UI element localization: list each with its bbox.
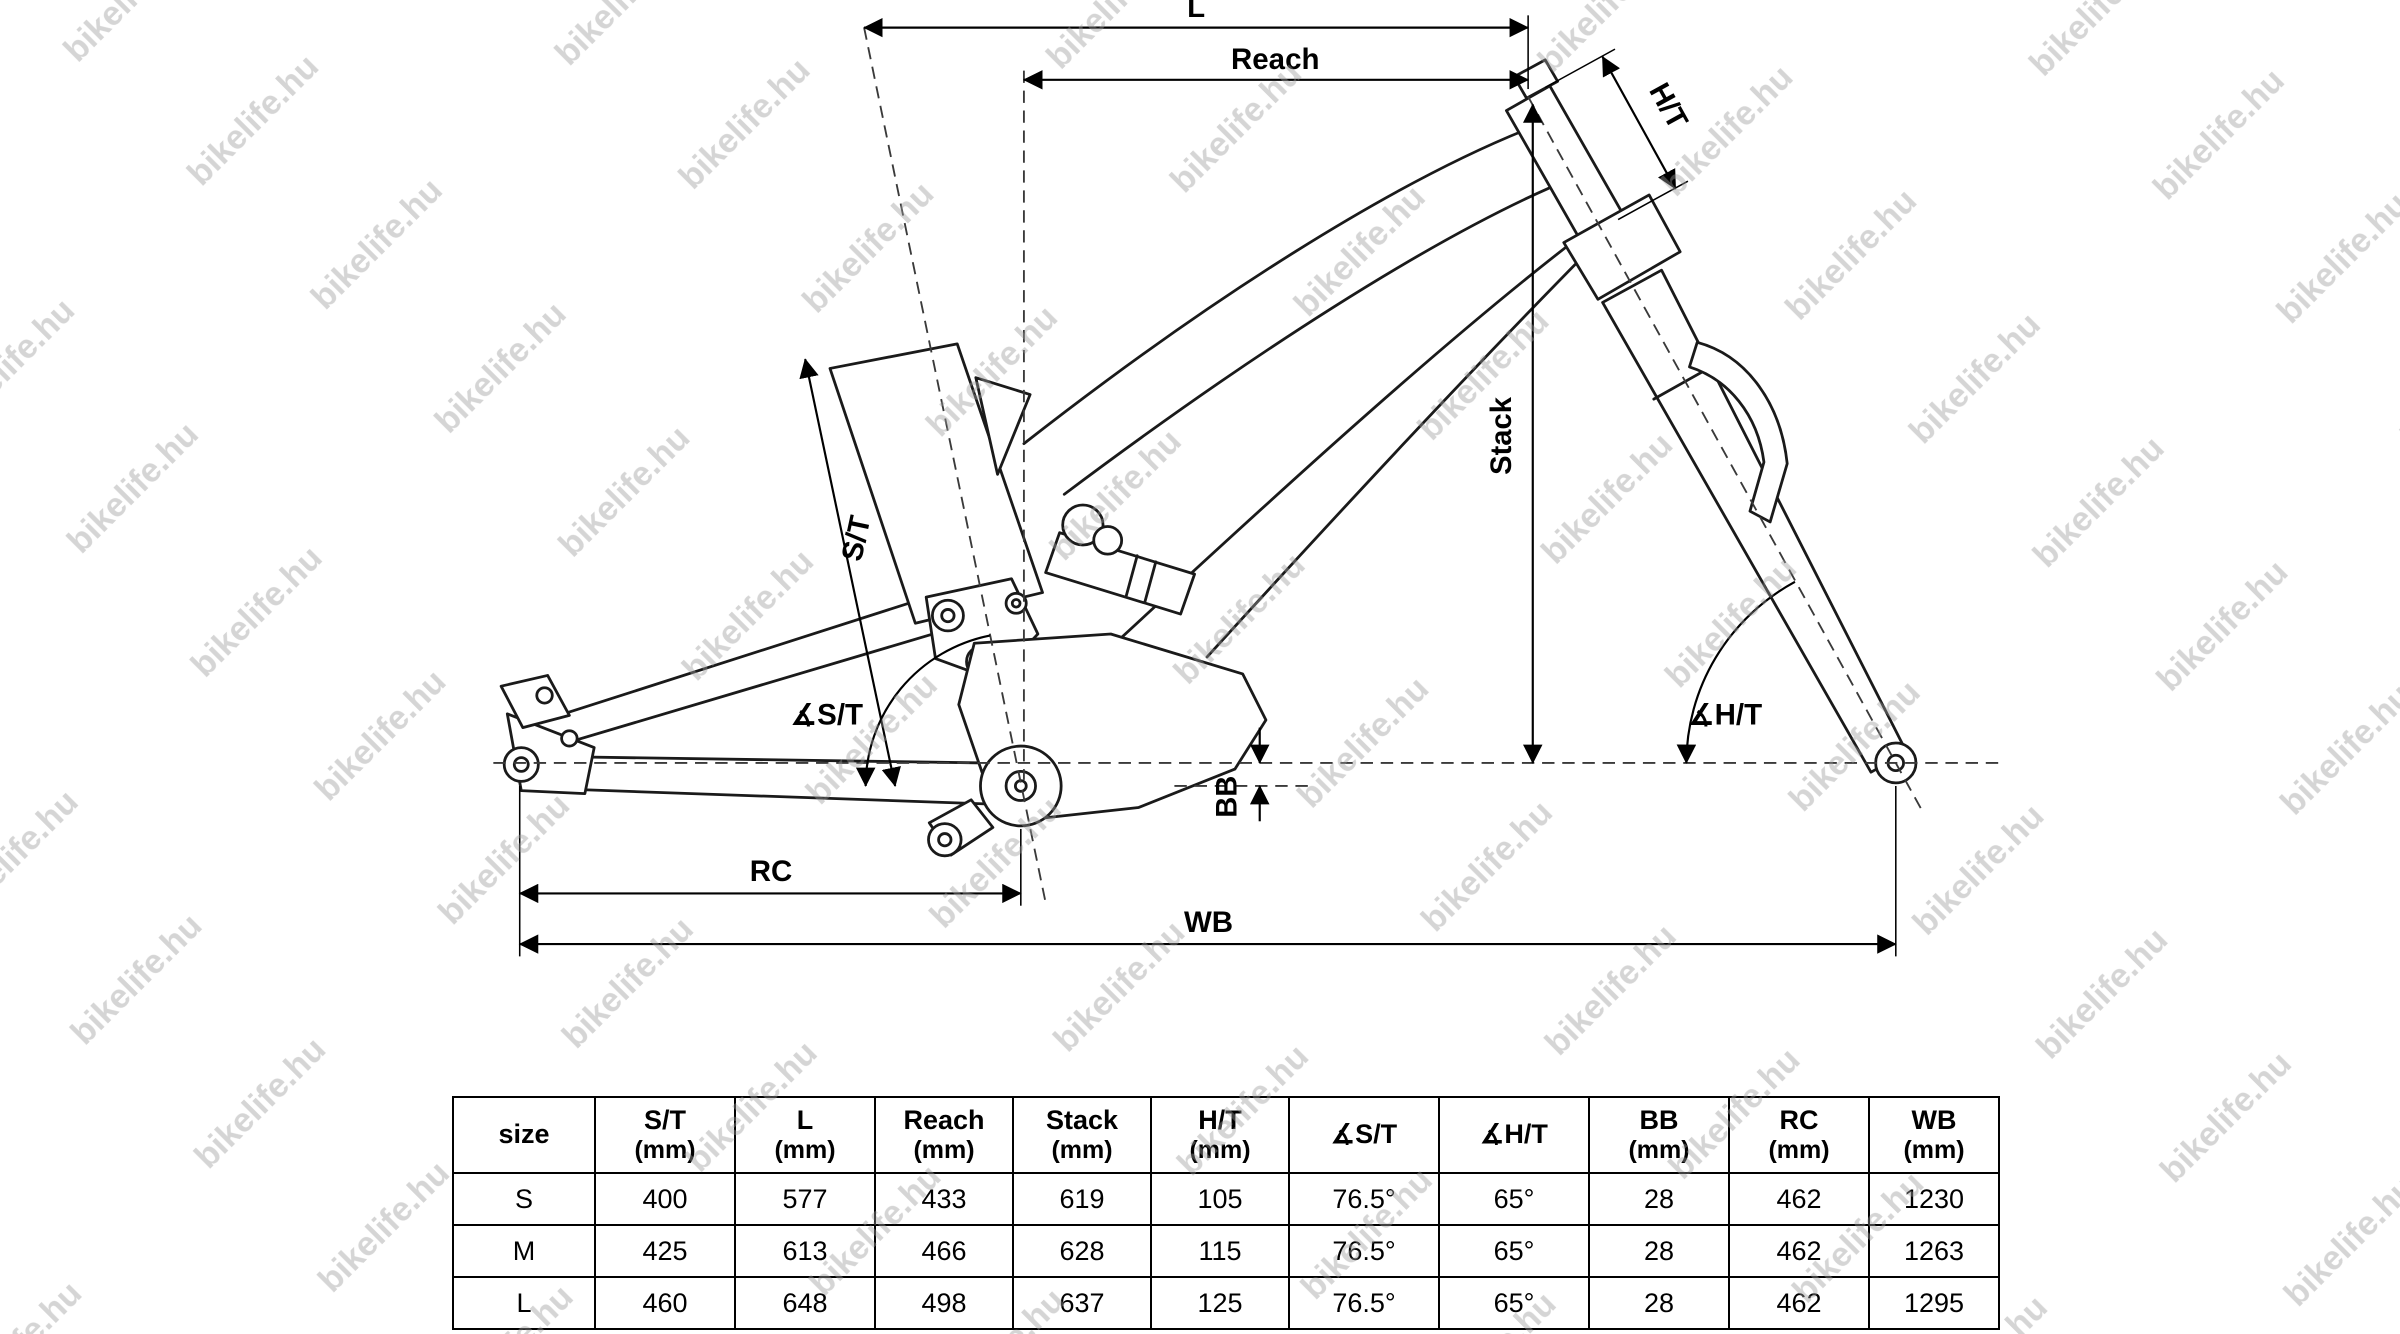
cell: 105 xyxy=(1150,1172,1290,1226)
cell: 125 xyxy=(1150,1276,1290,1330)
cell: 637 xyxy=(1012,1276,1152,1330)
cell: 28 xyxy=(1588,1224,1730,1278)
cell: 1263 xyxy=(1868,1224,2000,1278)
cell: 65° xyxy=(1438,1224,1590,1278)
table-header-row: size S/T(mm) L(mm) Reach(mm) Stack(mm) H… xyxy=(452,1096,2000,1174)
cell-size: M xyxy=(452,1224,596,1278)
cell: 619 xyxy=(1012,1172,1152,1226)
label-stack: Stack xyxy=(1485,396,1518,474)
cell: 498 xyxy=(874,1276,1014,1330)
rear-triangle xyxy=(499,595,1001,806)
cell: 628 xyxy=(1012,1224,1152,1278)
label-l: L xyxy=(1187,0,1205,24)
dimension-lines: L Reach H/T Stack S/T ∡S/T ∡H/T BB RC xyxy=(518,0,1897,957)
header-st: S/T(mm) xyxy=(594,1096,736,1174)
header-stack: Stack(mm) xyxy=(1012,1096,1152,1174)
cell: 65° xyxy=(1438,1276,1590,1330)
cell: 648 xyxy=(734,1276,876,1330)
cell: 462 xyxy=(1728,1172,1870,1226)
cell: 613 xyxy=(734,1224,876,1278)
header-angle-st: ∡S/T xyxy=(1288,1096,1440,1174)
cell: 28 xyxy=(1588,1172,1730,1226)
cell: 65° xyxy=(1438,1172,1590,1226)
header-wb: WB(mm) xyxy=(1868,1096,2000,1174)
cell: 462 xyxy=(1728,1224,1870,1278)
cell: 433 xyxy=(874,1172,1014,1226)
bike-frame-drawing xyxy=(499,58,1918,858)
geometry-table: size S/T(mm) L(mm) Reach(mm) Stack(mm) H… xyxy=(452,1096,2000,1330)
cell: 462 xyxy=(1728,1276,1870,1330)
table-row: L 460 648 498 637 125 76.5° 65° 28 462 1… xyxy=(452,1276,2000,1330)
header-size: size xyxy=(452,1096,596,1174)
label-ht: H/T xyxy=(1642,77,1694,134)
label-angle-st: ∡S/T xyxy=(791,699,863,732)
label-st: S/T xyxy=(835,513,877,564)
label-angle-ht: ∡H/T xyxy=(1688,699,1762,732)
header-reach: Reach(mm) xyxy=(874,1096,1014,1174)
cell: 466 xyxy=(874,1224,1014,1278)
cell: 76.5° xyxy=(1288,1224,1440,1278)
cell-size: S xyxy=(452,1172,596,1226)
table-row: S 400 577 433 619 105 76.5° 65° 28 462 1… xyxy=(452,1172,2000,1226)
table-row: M 425 613 466 628 115 76.5° 65° 28 462 1… xyxy=(452,1224,2000,1278)
cell: 76.5° xyxy=(1288,1276,1440,1330)
rear-axle xyxy=(502,746,540,783)
header-rc: RC(mm) xyxy=(1728,1096,1870,1174)
cell: 577 xyxy=(734,1172,876,1226)
cell: 425 xyxy=(594,1224,736,1278)
cell: 28 xyxy=(1588,1276,1730,1330)
cell: 1295 xyxy=(1868,1276,2000,1330)
header-ht: H/T(mm) xyxy=(1150,1096,1290,1174)
cell: 1230 xyxy=(1868,1172,2000,1226)
header-bb: BB(mm) xyxy=(1588,1096,1730,1174)
cell: 115 xyxy=(1150,1224,1290,1278)
label-rc: RC xyxy=(750,855,793,888)
front-triangle xyxy=(828,58,1626,659)
chainring xyxy=(979,744,1063,828)
header-angle-ht: ∡H/T xyxy=(1438,1096,1590,1174)
header-l: L(mm) xyxy=(734,1096,876,1174)
fork xyxy=(1562,193,1918,785)
fork-leg xyxy=(1601,268,1909,774)
cell: 460 xyxy=(594,1276,736,1330)
cell-size: L xyxy=(452,1276,596,1330)
cell: 400 xyxy=(594,1172,736,1226)
label-wb: WB xyxy=(1184,906,1233,939)
cell: 76.5° xyxy=(1288,1172,1440,1226)
label-bb: BB xyxy=(1210,776,1243,818)
label-reach: Reach xyxy=(1231,43,1319,76)
